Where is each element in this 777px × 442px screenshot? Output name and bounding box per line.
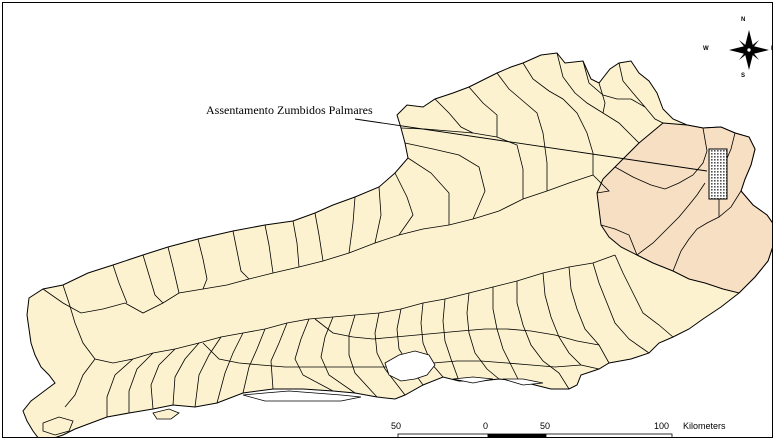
scale-tick-label: 50 — [391, 421, 402, 431]
islands — [42, 408, 180, 436]
settlement-callout-label: Assentamento Zumbidos Palmares — [206, 103, 373, 117]
scale-unit-label: Kilometers — [683, 421, 726, 431]
settlement-marker — [708, 148, 728, 200]
scale-bar — [397, 433, 673, 437]
coastal-water — [242, 350, 544, 402]
compass-north-label: N — [741, 17, 746, 23]
compass-west-label: W — [703, 46, 709, 52]
municipal-boundaries — [42, 52, 742, 417]
compass-rose-icon — [729, 30, 769, 70]
scale-tick-label: 0 — [483, 421, 489, 431]
callout-leader-line — [354, 118, 708, 172]
scale-tick-label: 100 — [654, 421, 670, 431]
state-map — [22, 30, 772, 437]
compass-east-label: E — [771, 46, 772, 52]
highlighted-municipality — [596, 122, 772, 294]
map-frame: Assentamento Zumbidos Palmares N S W E 5… — [2, 2, 773, 438]
compass-south-label: S — [741, 73, 746, 79]
scale-tick-label: 50 — [540, 421, 551, 431]
